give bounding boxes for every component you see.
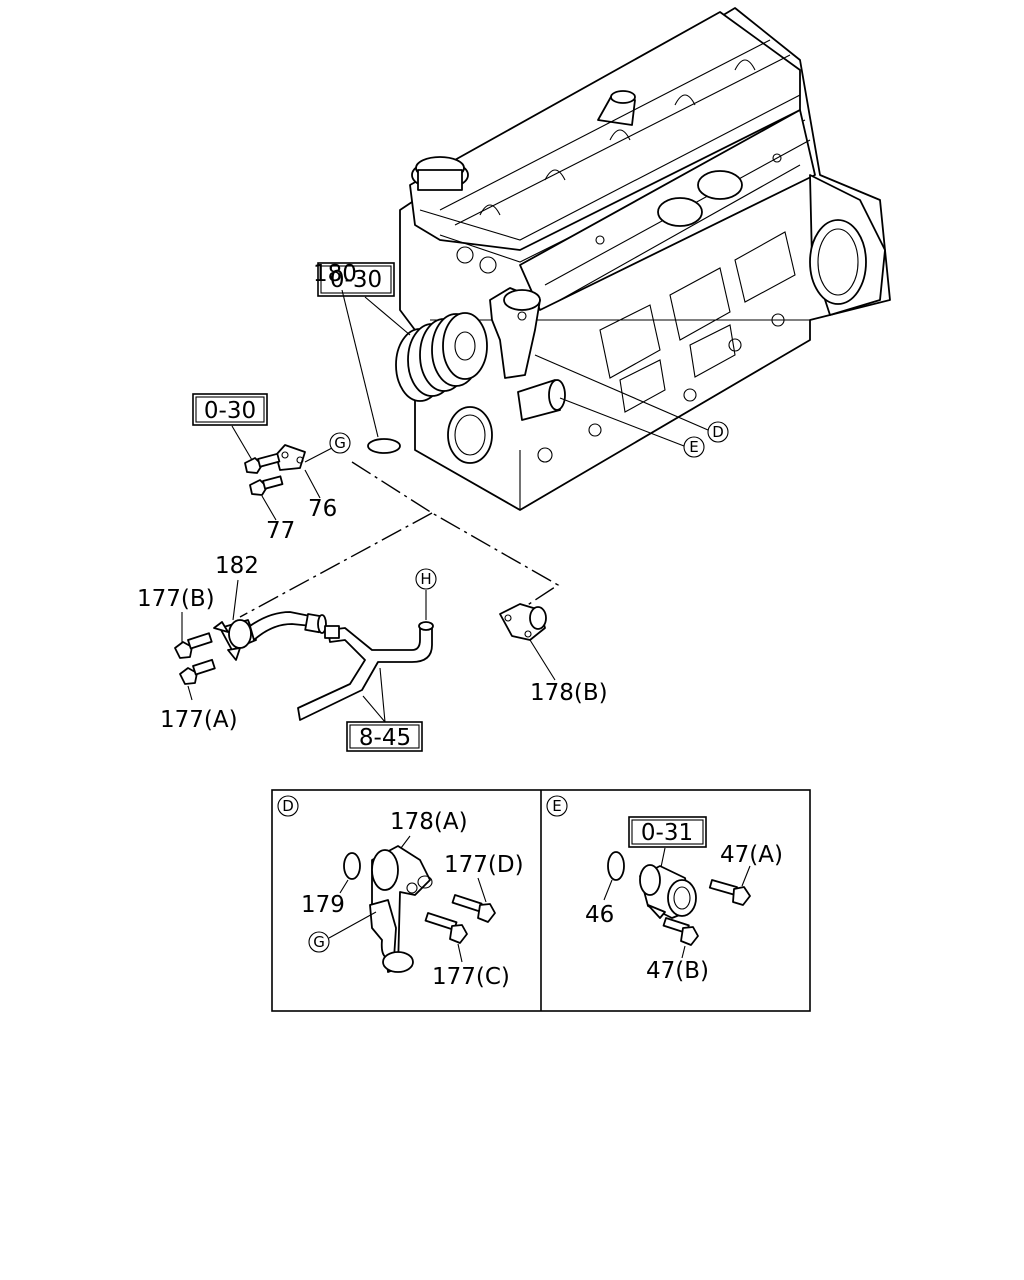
part-177c-label: 177(C) — [432, 964, 510, 990]
part-177b-label: 177(B) — [137, 586, 215, 612]
panel-d-callout-g: G — [313, 933, 325, 951]
part-179-label: 179 — [301, 892, 345, 918]
detail-panels-frame — [271, 789, 811, 1012]
part-177d-label: 177(D) — [444, 852, 524, 878]
panel-e: E 0-31 47(A) 46 47(B) — [546, 795, 783, 984]
callout-e-circle — [683, 436, 705, 458]
ref-0-31-label: 0-31 — [641, 820, 693, 846]
callout-h-label: H — [420, 570, 431, 588]
callout-d-label: D — [712, 423, 724, 441]
part-178a-label: 178(A) — [390, 809, 468, 835]
part-47b-label: 47(B) — [646, 958, 709, 984]
ref-box-8-45: 8-45 — [346, 721, 423, 752]
ref-box-0-30-left: 0-30 — [192, 393, 268, 426]
bracket-76 — [275, 444, 306, 471]
part-77-label: 77 — [266, 518, 295, 544]
fitting-178b — [499, 603, 547, 641]
part-76-label: 76 — [308, 496, 337, 522]
part-180-label: 180 — [313, 261, 357, 287]
ref-box-0-30-top: 0-30 — [317, 262, 395, 297]
ref-0-30-left-label: 0-30 — [204, 398, 256, 424]
panel-d-title: D — [282, 797, 294, 815]
part-47a-label: 47(A) — [720, 842, 783, 868]
callout-e-label: E — [689, 438, 698, 456]
ref-8-45-label: 8-45 — [359, 725, 411, 751]
bolt-177a — [179, 658, 216, 685]
water-pipe-182 — [213, 611, 434, 721]
panel-d: D 178(A) 177(D) 179 177(C) G — [277, 795, 524, 990]
callout-g-circle — [329, 432, 351, 454]
bolt-upper — [244, 452, 281, 474]
bolt-77 — [249, 475, 284, 496]
callout-h-circle — [415, 568, 437, 590]
ref-0-30-top-label: 0-30 — [330, 267, 382, 293]
part-182-label: 182 — [215, 553, 259, 579]
panel-e-title: E — [552, 797, 561, 815]
engine-block — [395, 7, 891, 511]
callout-g-label: G — [334, 434, 346, 452]
part-46-label: 46 — [585, 902, 614, 928]
callout-d-circle — [707, 421, 729, 443]
bolt-177b — [174, 632, 213, 659]
part-177a-label: 177(A) — [160, 707, 238, 733]
part-178b-label: 178(B) — [530, 680, 608, 706]
o-ring-180 — [367, 438, 401, 454]
